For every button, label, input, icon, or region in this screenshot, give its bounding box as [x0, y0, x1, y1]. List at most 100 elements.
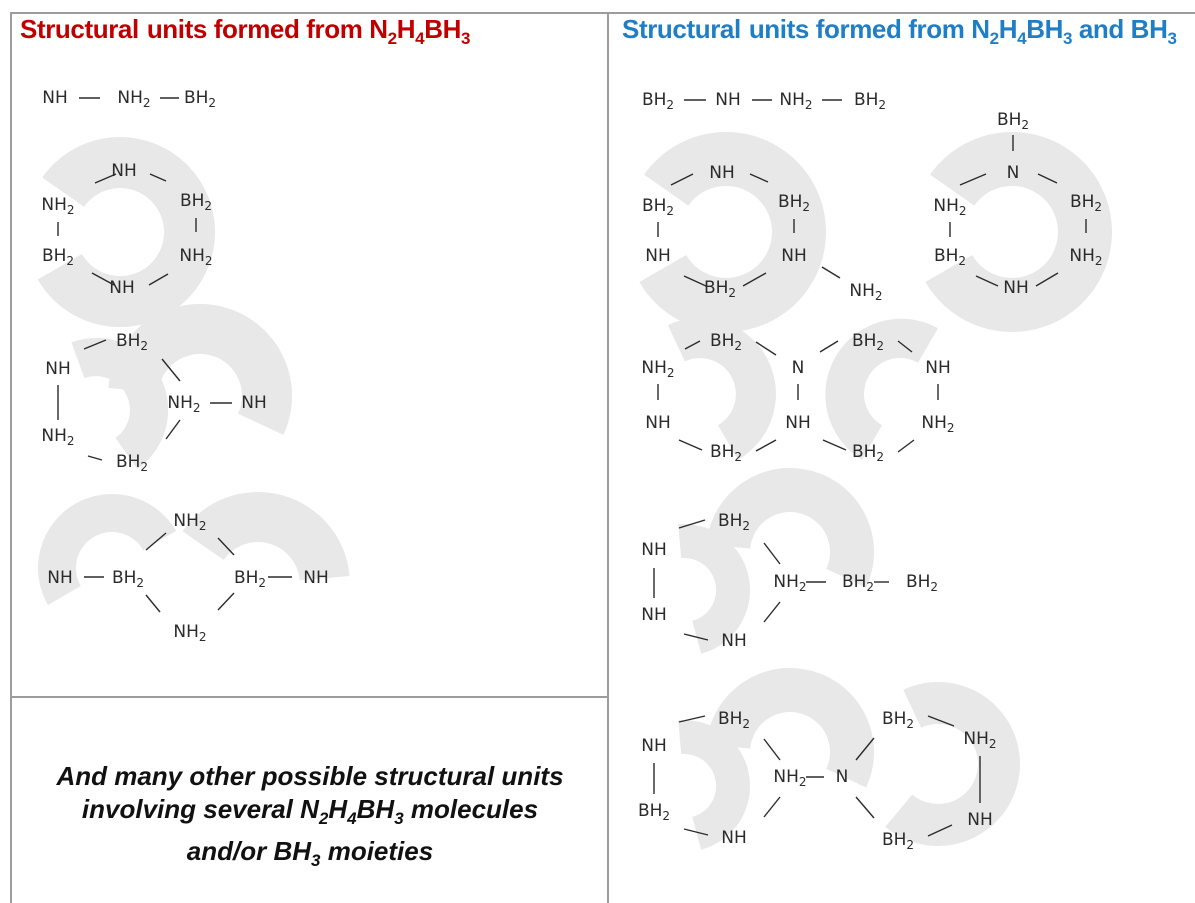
- bond-line: [145, 532, 167, 551]
- group-bh2: BH2: [710, 442, 742, 464]
- group-nh: NH: [645, 413, 671, 433]
- group-nh: NH: [45, 359, 71, 379]
- subscript-2: 2: [958, 254, 966, 268]
- group-bh2: BH2: [778, 192, 810, 214]
- subscript-2: 2: [1095, 254, 1103, 268]
- group-bh2: BH2: [718, 709, 750, 731]
- subscript-2: 2: [205, 254, 213, 268]
- group-nh2: NH2: [179, 246, 212, 268]
- subscript-2: 2: [666, 204, 674, 218]
- group-bh2: BH2: [184, 88, 216, 110]
- subscript-2: 2: [258, 576, 266, 590]
- group-n: N: [836, 767, 849, 787]
- ring-right-4a: [678, 524, 751, 654]
- subscript-2: 2: [805, 98, 813, 112]
- bond-line: [927, 715, 955, 727]
- subscript-2: 2: [734, 339, 742, 353]
- group-bh2: BH2: [1070, 192, 1102, 214]
- group-nh2: NH2: [41, 426, 74, 448]
- group-bh2: BH2: [234, 568, 266, 590]
- group-nh2: NH2: [933, 196, 966, 218]
- subscript-2: 2: [878, 98, 886, 112]
- bond-line: [165, 419, 181, 440]
- bond-line: [91, 272, 115, 286]
- group-bh2: BH2: [852, 442, 884, 464]
- ring-right-5a: [678, 720, 751, 850]
- subscript-2: 2: [208, 96, 216, 110]
- group-bh2: BH2: [842, 572, 874, 594]
- bond-line: [678, 519, 706, 529]
- subscript-2: 2: [666, 98, 674, 112]
- bond-line: [1035, 272, 1059, 287]
- subscript-2: 2: [204, 199, 212, 213]
- subscript-2: 2: [667, 366, 675, 380]
- subscript-2: 2: [728, 286, 736, 300]
- group-bh2: BH2: [704, 278, 736, 300]
- group-n: N: [792, 358, 805, 378]
- group-nh: NH: [1003, 278, 1029, 298]
- group-bh2: BH2: [854, 90, 886, 112]
- bond-line: [83, 339, 107, 350]
- bond-line: [755, 439, 777, 452]
- subscript-2: 2: [799, 580, 807, 594]
- group-bh2: BH2: [180, 191, 212, 213]
- bond-line: [161, 358, 181, 382]
- subscript-2: 2: [66, 254, 74, 268]
- subscript-2: 2: [67, 434, 75, 448]
- bond-line: [819, 340, 839, 353]
- group-bh2: BH2: [112, 568, 144, 590]
- group-nh2: NH2: [173, 511, 206, 533]
- group-nh: NH: [42, 88, 68, 108]
- subscript-2: 2: [906, 838, 914, 852]
- subscript-2: 2: [876, 450, 884, 464]
- group-nh: NH: [241, 393, 267, 413]
- bond-line: [927, 824, 953, 837]
- group-nh2: NH2: [921, 413, 954, 435]
- group-nh: NH: [641, 605, 667, 625]
- middle-divider: [607, 12, 609, 903]
- subscript-2: 2: [989, 737, 997, 751]
- note-line-2: involving several N2H4BH3 molecules: [81, 794, 539, 828]
- group-n: N: [1007, 163, 1020, 183]
- group-nh: NH: [641, 540, 667, 560]
- bond-line: [822, 439, 847, 451]
- group-bh2: BH2: [642, 90, 674, 112]
- subscript-2: 2: [947, 421, 955, 435]
- left-horizontal-divider: [10, 696, 608, 698]
- note-line-3: and/or BH3 moieties: [186, 836, 434, 870]
- bond-line: [975, 275, 999, 287]
- subscript-2: 2: [199, 630, 207, 644]
- ring-left-3b: [182, 491, 350, 581]
- bond-line: [855, 796, 875, 819]
- bond-line: [763, 796, 781, 818]
- bond-line: [855, 737, 875, 761]
- ring-left-2b: [108, 303, 293, 435]
- group-nh2: NH2: [167, 393, 200, 415]
- bond-line: [148, 273, 169, 286]
- bond-line: [145, 594, 161, 613]
- bond-line: [683, 633, 709, 641]
- subscript-2: 2: [734, 450, 742, 464]
- group-nh2: NH2: [41, 195, 74, 217]
- bond-line: [763, 542, 781, 565]
- group-nh2: NH2: [641, 358, 674, 380]
- subscript-2: 2: [1094, 200, 1102, 214]
- subscript-2: 2: [802, 200, 810, 214]
- ring-right-1: [639, 131, 826, 332]
- group-nh: NH: [785, 413, 811, 433]
- group-nh2: NH2: [1069, 246, 1102, 268]
- left-border: [10, 12, 12, 903]
- subscript-2: 2: [876, 339, 884, 353]
- subscript-2: 2: [959, 204, 967, 218]
- group-nh: NH: [721, 631, 747, 651]
- bond-line: [755, 341, 777, 356]
- subscript-2: 2: [143, 96, 151, 110]
- group-nh: NH: [967, 810, 993, 830]
- group-nh2: NH2: [849, 281, 882, 303]
- bond-line: [678, 715, 706, 723]
- group-bh2: BH2: [934, 246, 966, 268]
- top-border: [10, 12, 1195, 14]
- ring-right-3b: [825, 318, 938, 460]
